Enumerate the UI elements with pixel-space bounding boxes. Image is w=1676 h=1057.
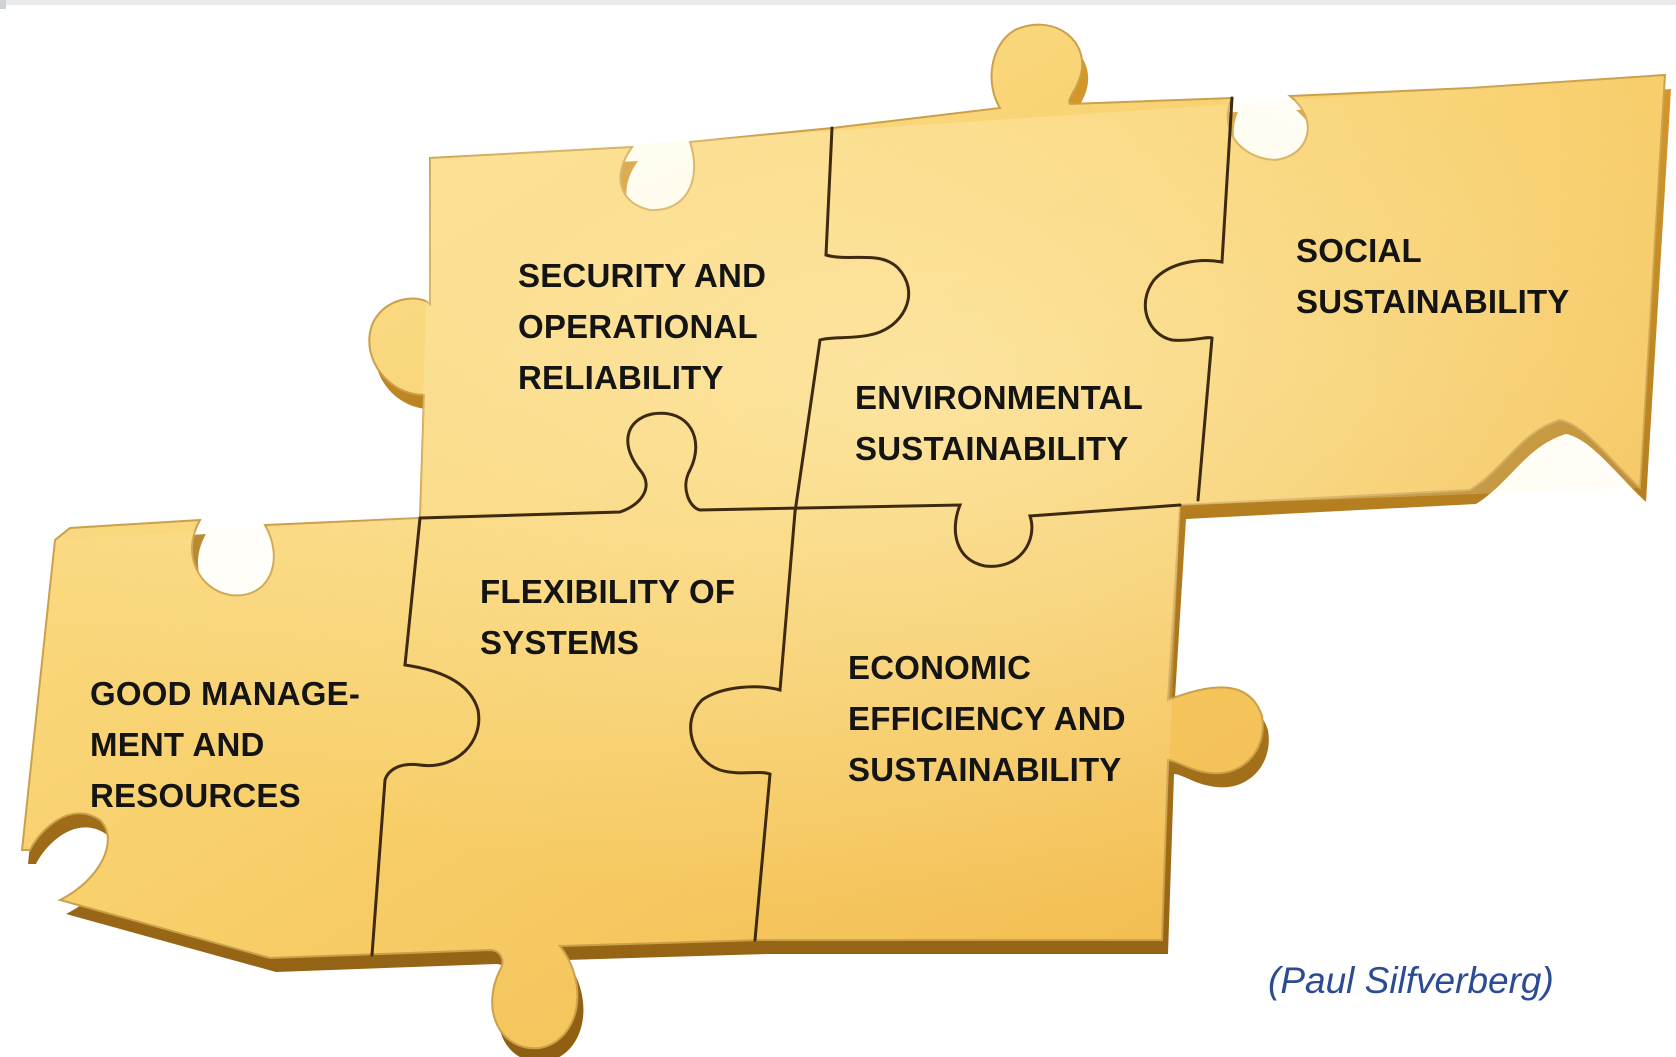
seam-environmental-social	[1143, 96, 1234, 502]
piece-label-flexibility: FLEXIBILITY OF SYSTEMS	[480, 573, 736, 661]
seam-security-environmental	[793, 126, 911, 514]
piece-label-economic: ECONOMIC EFFICIENCY AND SUSTAINABILITY	[848, 649, 1126, 788]
piece-label-good-management: GOOD MANAGE- MENT AND RESOURCES	[90, 675, 361, 814]
seam-flexibility-economic	[689, 510, 797, 942]
piece-seams	[370, 96, 1234, 957]
piece-label-security: SECURITY AND OPERATIONAL RELIABILITY	[518, 257, 767, 396]
puzzle-body	[20, 23, 1671, 1057]
corner-mark	[0, 0, 6, 9]
piece-label-environmental: ENVIRONMENTAL SUSTAINABILITY	[855, 379, 1143, 467]
seam-top-bottom	[418, 411, 1182, 568]
seam-good-flexibility	[370, 516, 481, 957]
top-border	[0, 0, 1676, 5]
piece-label-social: SOCIAL SUSTAINABILITY	[1296, 232, 1570, 320]
author-credit: (Paul Silfverberg)	[1268, 960, 1554, 1001]
puzzle-shine	[22, 75, 1665, 958]
